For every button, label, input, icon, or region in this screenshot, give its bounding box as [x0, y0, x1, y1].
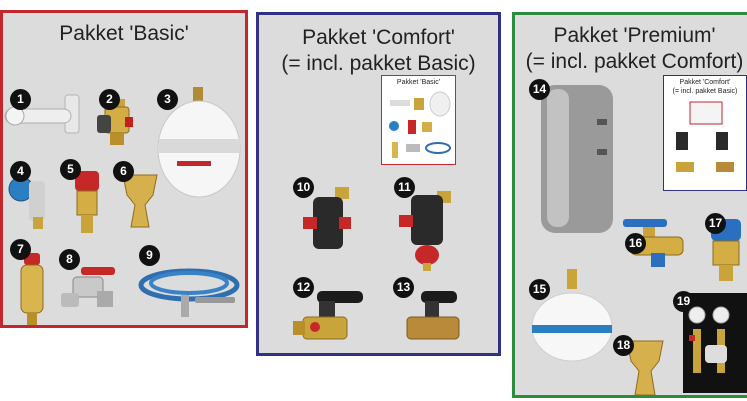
package-basic-panel: Pakket 'Basic' 1 2 3 4 5 6: [0, 10, 248, 328]
package-comfort-panel: Pakket 'Comfort' (= incl. pakket Basic) …: [256, 12, 501, 356]
air-vent-product: [20, 253, 44, 325]
basic-package-thumbnail: Pakket 'Basic': [381, 75, 456, 165]
package-comfort-title: Pakket 'Comfort': [302, 26, 455, 49]
balancing-valve-product: [293, 291, 363, 340]
fill-valve-product: [61, 267, 115, 307]
comfort-thumbnail-subtitle: (= incl. pakket Basic): [672, 88, 738, 95]
item-badge-18: 18: [613, 335, 634, 356]
item-badge-12: 12: [293, 277, 314, 298]
blue-knob-valve-product: [8, 176, 45, 229]
safety-valve-product: [75, 171, 99, 233]
item-badge-7: 7: [10, 239, 31, 260]
package-premium-subtitle: (= incl. pakket Comfort): [525, 50, 744, 73]
magnetic-separator-product: [399, 191, 451, 271]
item-badge-17: 17: [705, 213, 726, 234]
fill-hose-product: [138, 268, 240, 317]
wall-spout-product: [4, 94, 80, 134]
brass-fitting-premium-product: [626, 340, 664, 396]
item-badge-8: 8: [59, 249, 80, 270]
item-badge-19: 19: [673, 291, 694, 312]
brass-fitting-product: [122, 174, 158, 228]
item-badge-14: 14: [529, 79, 550, 100]
item-badge-6: 6: [113, 161, 134, 182]
dirt-separator-product: [303, 187, 351, 249]
item-badge-10: 10: [293, 177, 314, 198]
basic-thumbnail-title: Pakket 'Basic': [396, 79, 441, 86]
valve-black-handle-product: [406, 291, 460, 340]
valve-red-handle-product: [97, 99, 133, 145]
package-comfort-subtitle: (= incl. pakket Basic): [281, 52, 476, 75]
package-premium-title: Pakket 'Premium': [553, 24, 716, 47]
comfort-thumbnail-title: Pakket 'Comfort': [679, 79, 731, 86]
hot-water-cylinder-product: [541, 85, 613, 233]
package-premium-panel: Pakket 'Premium' (= incl. pakket Comfort…: [512, 12, 747, 398]
comfort-thumbnail-products: [676, 101, 734, 172]
white-expansion-vessel-product: [531, 269, 613, 362]
comfort-package-thumbnail: Pakket 'Comfort' (= incl. pakket Basic): [663, 75, 747, 191]
item-badge-15: 15: [529, 279, 550, 300]
item-badge-2: 2: [99, 89, 120, 110]
item-badge-16: 16: [625, 233, 646, 254]
item-badge-11: 11: [394, 177, 415, 198]
item-badge-13: 13: [393, 277, 414, 298]
item-badge-4: 4: [10, 161, 31, 182]
item-badge-9: 9: [139, 245, 160, 266]
item-badge-1: 1: [10, 89, 31, 110]
expansion-vessel-product: [157, 87, 241, 198]
basic-thumbnail-products: [389, 91, 451, 158]
item-badge-5: 5: [60, 159, 81, 180]
item-badge-3: 3: [157, 89, 178, 110]
pump-station-product: [683, 293, 747, 393]
package-basic-title: Pakket 'Basic': [59, 22, 189, 45]
